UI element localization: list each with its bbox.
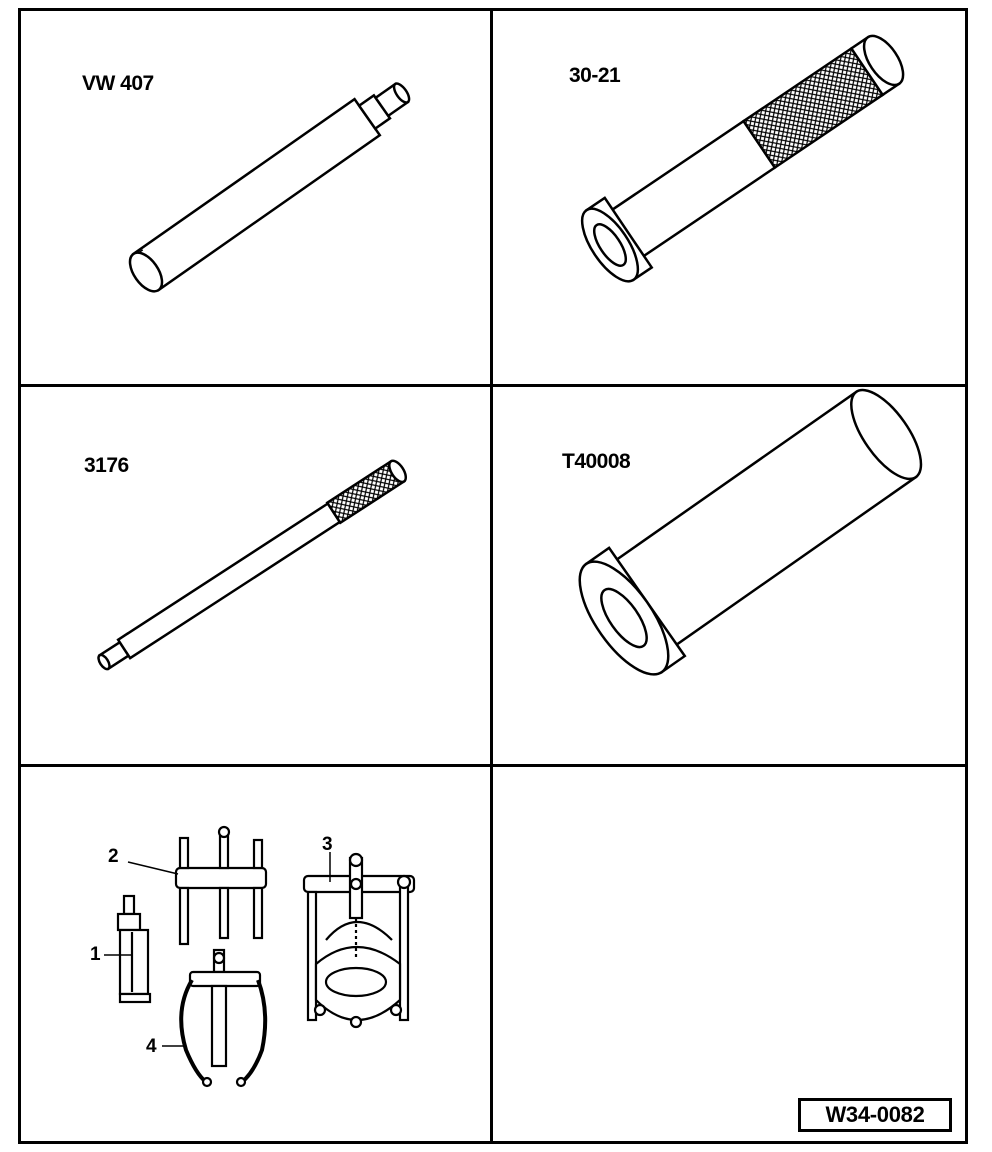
tool-label-30-21: 30-21 xyxy=(569,64,621,87)
part-number-3: 3 xyxy=(322,834,333,855)
part-number-4: 4 xyxy=(146,1036,157,1057)
puller-part-2 xyxy=(127,825,268,946)
drawing-30-21 xyxy=(580,34,905,283)
reference-code-box: W34-0082 xyxy=(798,1098,952,1132)
drawing-t40008 xyxy=(578,388,923,676)
grid-divider-vertical xyxy=(490,8,493,1144)
puller-part-4 xyxy=(162,948,268,1088)
tool-label-t40008: T40008 xyxy=(562,450,631,473)
grid-divider-row-1 xyxy=(18,384,968,387)
part-number-1: 1 xyxy=(90,944,101,965)
drawing-vw-407 xyxy=(128,82,411,293)
puller-part-1 xyxy=(104,894,152,1004)
drawing-puller-set xyxy=(104,825,416,1088)
tool-label-vw-407: VW 407 xyxy=(82,72,154,95)
drawing-3176 xyxy=(97,459,408,671)
part-number-2: 2 xyxy=(108,846,119,867)
tool-label-3176: 3176 xyxy=(84,454,129,477)
puller-part-3 xyxy=(302,852,416,1029)
grid-divider-row-2 xyxy=(18,764,968,767)
tool-sheet-frame xyxy=(18,8,968,1144)
